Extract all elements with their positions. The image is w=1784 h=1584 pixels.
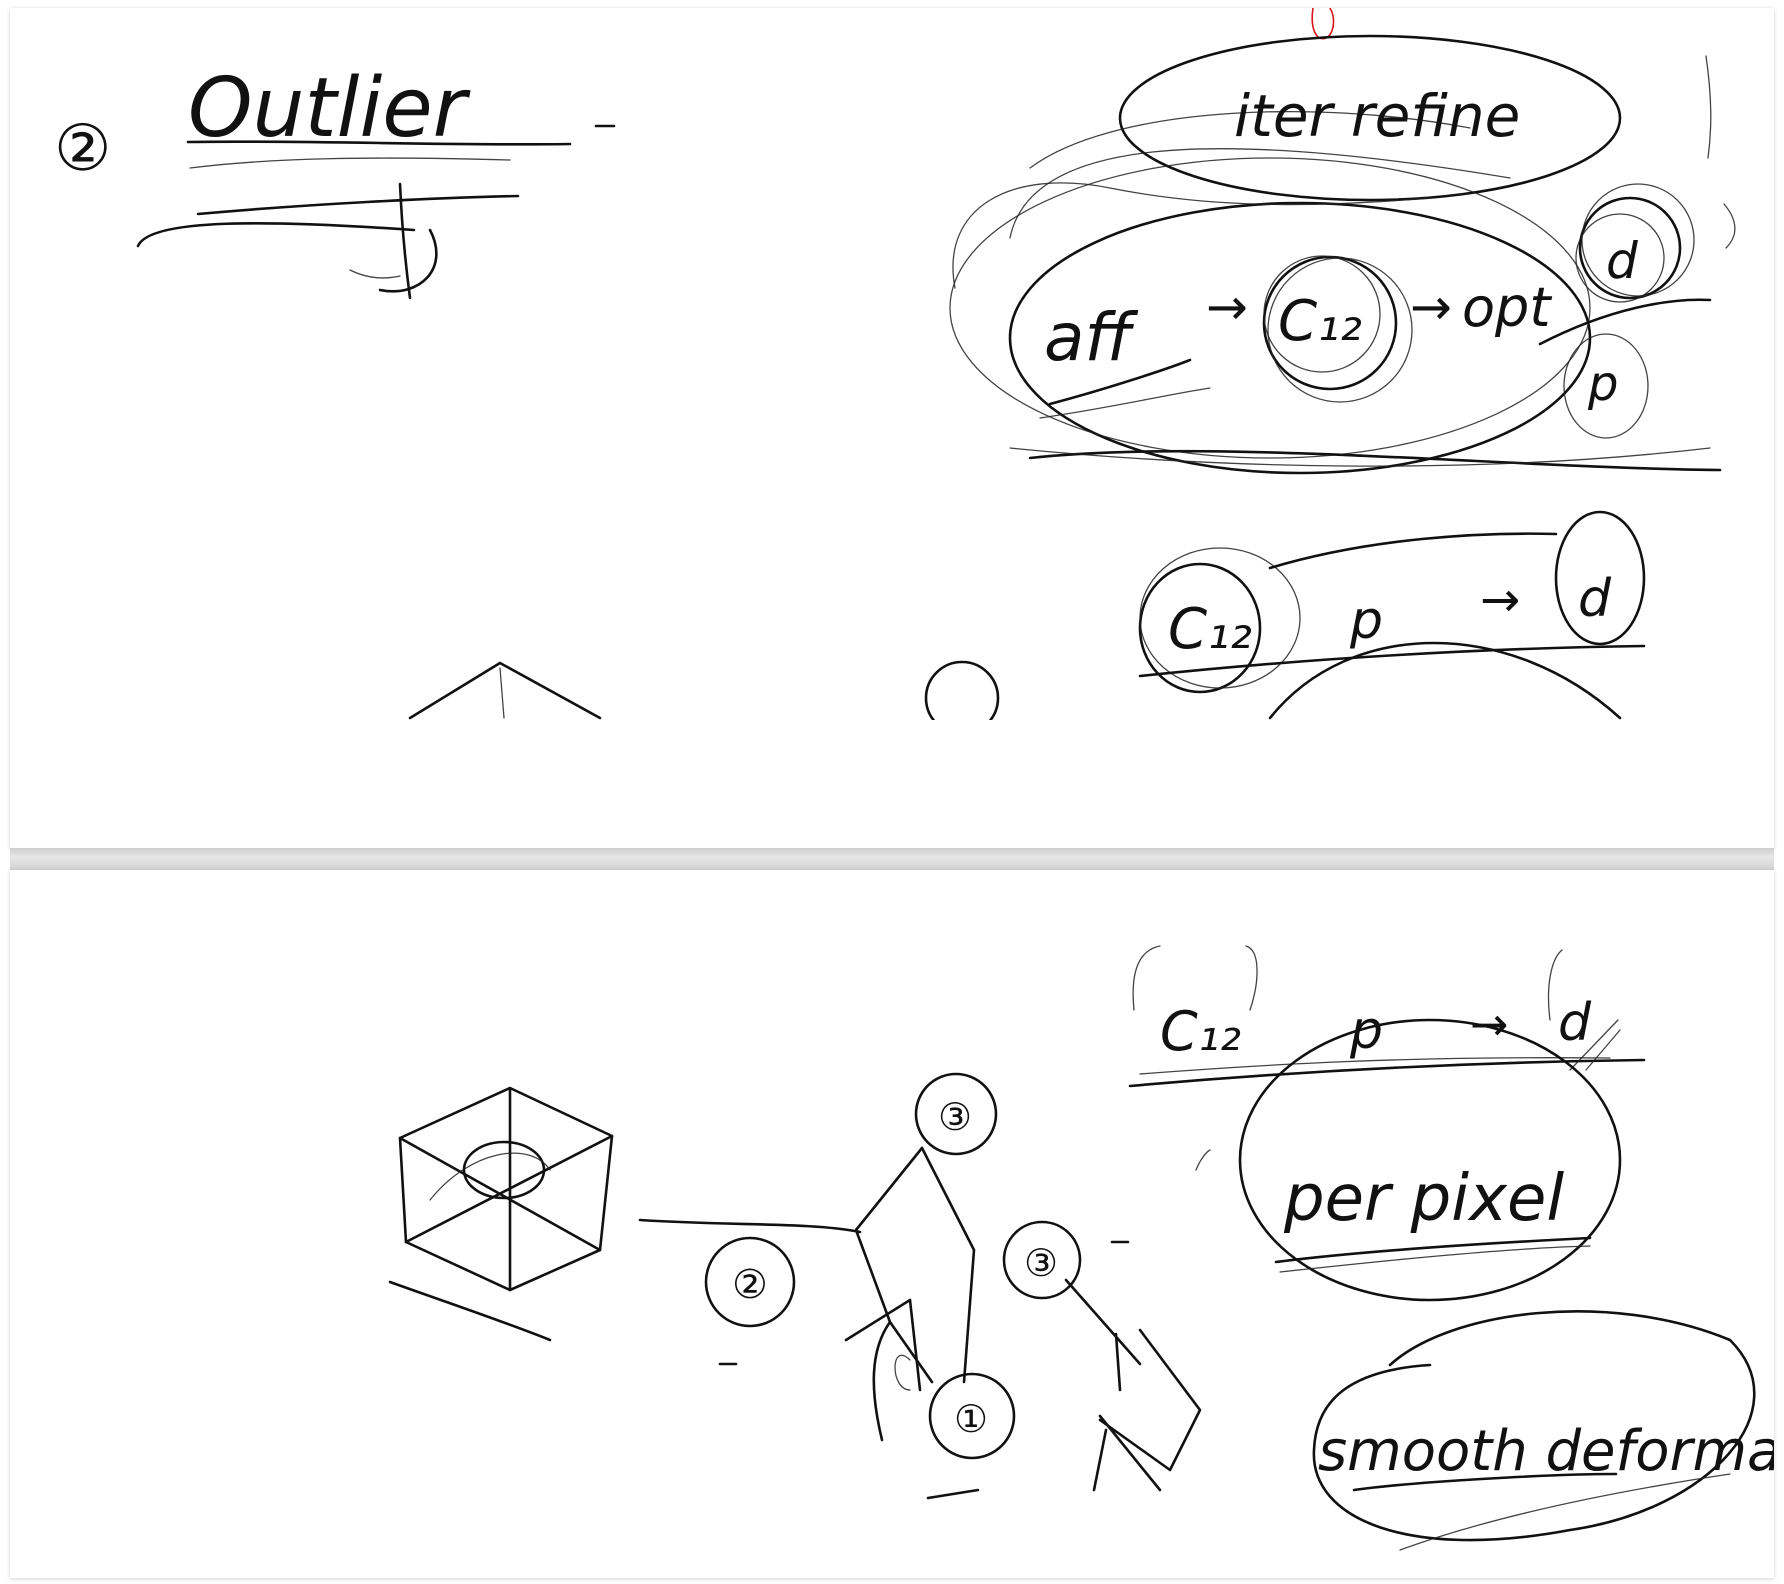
node-circle	[914, 1072, 998, 1156]
smooth-bubble	[1312, 1310, 1756, 1542]
red-ink-mark	[1311, 8, 1335, 40]
hexagon-sketch	[398, 1086, 614, 1292]
node-circle	[928, 1372, 1016, 1460]
ink-layer-page-1	[10, 8, 1774, 848]
note-page-1[interactable]: ② Outlier iter refine aff → C₁₂ → opt d …	[10, 8, 1774, 848]
node-circle	[1002, 1220, 1082, 1300]
c12-circle-2	[1138, 562, 1262, 694]
node-circle	[704, 1236, 796, 1328]
page-separator	[10, 848, 1774, 870]
c12-circle	[1262, 255, 1398, 391]
d-circle-2	[1554, 510, 1646, 646]
note-page-2[interactable]: C₁₂ p → d per pixel smooth deformab ② ③ …	[10, 870, 1774, 1578]
heading-underline	[186, 140, 572, 146]
ink-layer-page-2	[388, 945, 1756, 1551]
chain-loop	[1008, 201, 1592, 475]
iter-refine-bubble	[1118, 34, 1622, 202]
per-pixel-bubble	[1238, 1018, 1622, 1302]
d-circle	[1578, 196, 1682, 300]
